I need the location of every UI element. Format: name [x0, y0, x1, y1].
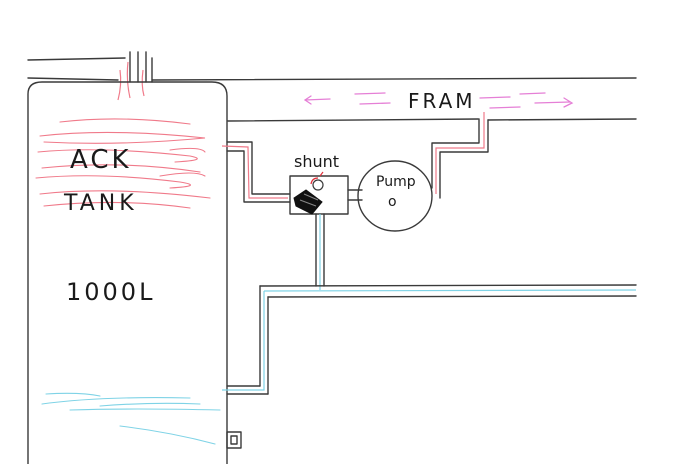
cold-water-scribble [41, 392, 221, 445]
return-pipe [222, 284, 637, 395]
pump-label: Pump [376, 174, 416, 190]
return-pipe-vertical [315, 213, 325, 290]
flow-direction-label: FRAM [408, 89, 476, 113]
circulation-pump [357, 160, 433, 232]
drain-fitting [226, 431, 242, 449]
supply-pipe [151, 77, 637, 122]
storage-tank [27, 81, 228, 464]
flow-arrows [304, 92, 574, 109]
top-pipe [27, 51, 153, 101]
shunt-valve [289, 171, 349, 215]
tank-label-line1: ACK [70, 145, 132, 175]
tank-volume-label: 1000L [66, 278, 155, 306]
hot-outlet-pipe [221, 141, 291, 203]
tank-label-line2: TANK [63, 191, 138, 216]
hot-water-scribble [35, 118, 211, 209]
pump-outlet-pipe [431, 112, 489, 199]
shunt-pump-pipe [347, 189, 363, 201]
pump-mark: o [388, 194, 397, 210]
shunt-label: shunt [294, 152, 339, 171]
